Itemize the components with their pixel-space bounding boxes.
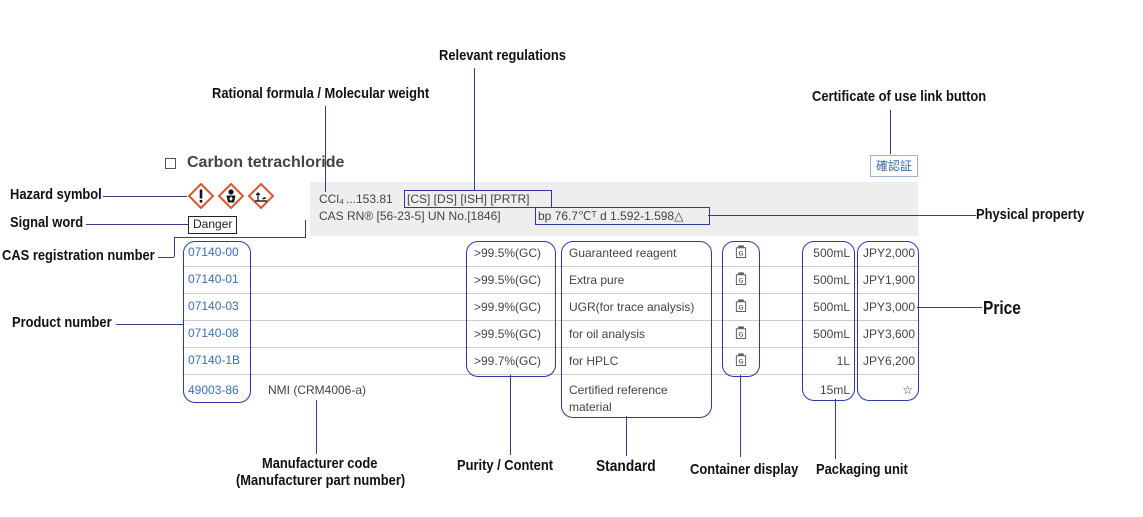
purity-value: >99.9%(GC) <box>474 300 542 314</box>
callout-cas-number: CAS registration number <box>2 247 155 264</box>
connector-line <box>510 375 511 455</box>
standard-value: for HPLC <box>569 354 619 368</box>
connector-line <box>917 307 982 308</box>
packaging-unit: 500mL <box>813 246 850 260</box>
packaging-unit: 500mL <box>813 273 850 287</box>
svg-text:G: G <box>738 331 743 339</box>
title-checkbox[interactable] <box>165 158 176 169</box>
purity-value: >99.5%(GC) <box>474 246 542 260</box>
connector-line <box>174 237 175 257</box>
product-number-link[interactable]: 07140-1B <box>188 353 241 367</box>
purity-value: >99.5%(GC) <box>474 327 542 341</box>
row-divider <box>182 347 918 348</box>
svg-text:G: G <box>738 304 743 312</box>
callout-hazard-symbol: Hazard symbol <box>10 186 102 203</box>
callout-container-display: Container display <box>690 461 799 478</box>
price-value: JPY2,000 <box>862 246 915 260</box>
product-number-link[interactable]: 07140-08 <box>188 326 239 340</box>
connector-line <box>158 257 174 258</box>
connector-line <box>316 400 317 454</box>
connector-line <box>116 324 183 325</box>
purity-value: >99.7%(GC) <box>474 354 542 368</box>
connector-line <box>86 224 188 225</box>
bottle-g-icon: G <box>735 326 747 339</box>
connector-line <box>474 68 475 190</box>
callout-purity: Purity / Content <box>457 457 554 474</box>
product-number-link[interactable]: 07140-03 <box>188 299 239 313</box>
callout-price: Price <box>983 298 1021 318</box>
callout-signal-word: Signal word <box>10 214 84 231</box>
callout-physical-property: Physical property <box>976 206 1085 223</box>
standard-highlight <box>561 241 712 418</box>
connector-line <box>325 106 326 192</box>
manufacturer-code: NMI (CRM4006-a) <box>268 383 367 397</box>
packaging-unit: 1L <box>836 354 850 368</box>
connector-line <box>626 416 627 456</box>
price-value: JPY1,900 <box>862 273 915 287</box>
connector-line <box>708 215 976 216</box>
standard-value: for oil analysis <box>569 327 646 341</box>
bottle-g-icon: G <box>735 245 747 258</box>
connector-line <box>103 196 187 197</box>
price-highlight <box>857 241 919 401</box>
health-hazard-icon <box>218 183 244 209</box>
standard-value-line2: material <box>569 400 612 414</box>
callout-manufacturer-part-number: (Manufacturer part number) <box>236 472 406 489</box>
connector-line <box>305 220 306 237</box>
row-divider <box>182 293 918 294</box>
connector-line <box>740 375 741 457</box>
standard-value: Guaranteed reagent <box>569 246 677 260</box>
exclamation-hazard-icon <box>188 183 214 209</box>
price-value: JPY3,000 <box>862 300 915 314</box>
row-divider <box>182 320 918 321</box>
svg-text:G: G <box>738 250 743 258</box>
physical-property-highlight <box>535 207 710 225</box>
connector-line <box>174 237 306 238</box>
purity-highlight <box>466 241 556 377</box>
product-number-link[interactable]: 49003-86 <box>188 383 239 397</box>
purity-value: >99.5%(GC) <box>474 273 542 287</box>
environment-hazard-icon <box>248 183 274 209</box>
container-highlight <box>722 241 760 377</box>
callout-rational-formula: Rational formula / Molecular weight <box>212 85 430 102</box>
signal-word-badge: Danger <box>188 216 238 234</box>
packaging-unit: 500mL <box>813 300 850 314</box>
physical-property: bp 76.7℃ᵀ d 1.592-1.598△ <box>538 209 684 223</box>
price-value: JPY3,600 <box>862 327 915 341</box>
standard-value: UGR(for trace analysis) <box>569 300 695 314</box>
bottle-g-icon: G <box>735 299 747 312</box>
callout-certificate-link: Certificate of use link button <box>812 88 987 105</box>
product-name: Carbon tetrachloride <box>187 154 345 171</box>
bottle-g-icon: G <box>735 353 747 366</box>
molecular-weight: ...153.81 <box>346 192 393 206</box>
row-divider <box>182 266 918 267</box>
packaging-unit: 15mL <box>819 383 850 397</box>
svg-text:G: G <box>738 358 743 366</box>
connector-line <box>890 110 891 154</box>
certificate-of-use-button[interactable]: 確認証 <box>870 155 919 177</box>
standard-value: Certified reference <box>569 383 668 397</box>
rational-formula: CCl₄ <box>319 192 344 206</box>
product-number-highlight <box>183 241 251 403</box>
callout-relevant-regulations: Relevant regulations <box>439 47 566 64</box>
product-info-panel <box>310 182 918 236</box>
callout-standard: Standard <box>596 458 656 475</box>
regulations-highlight <box>404 190 552 208</box>
product-number-link[interactable]: 07140-01 <box>188 272 239 286</box>
product-number-link[interactable]: 07140-00 <box>188 245 239 259</box>
relevant-regulations: [CS] [DS] [ISH] [PRTR] <box>407 192 530 206</box>
packaging-unit: 500mL <box>813 327 850 341</box>
bottle-g-icon: G <box>735 272 747 285</box>
price-value: JPY6,200 <box>862 354 915 368</box>
packaging-unit-highlight <box>802 241 855 401</box>
callout-product-number: Product number <box>12 314 112 331</box>
svg-text:G: G <box>738 277 743 285</box>
callout-manufacturer-code: Manufacturer code <box>262 455 378 472</box>
callout-packaging-unit: Packaging unit <box>816 461 908 478</box>
standard-value: Extra pure <box>569 273 625 287</box>
cas-un-number: CAS RN® [56-23-5] UN No.[1846] <box>319 209 501 223</box>
connector-line <box>835 399 836 459</box>
